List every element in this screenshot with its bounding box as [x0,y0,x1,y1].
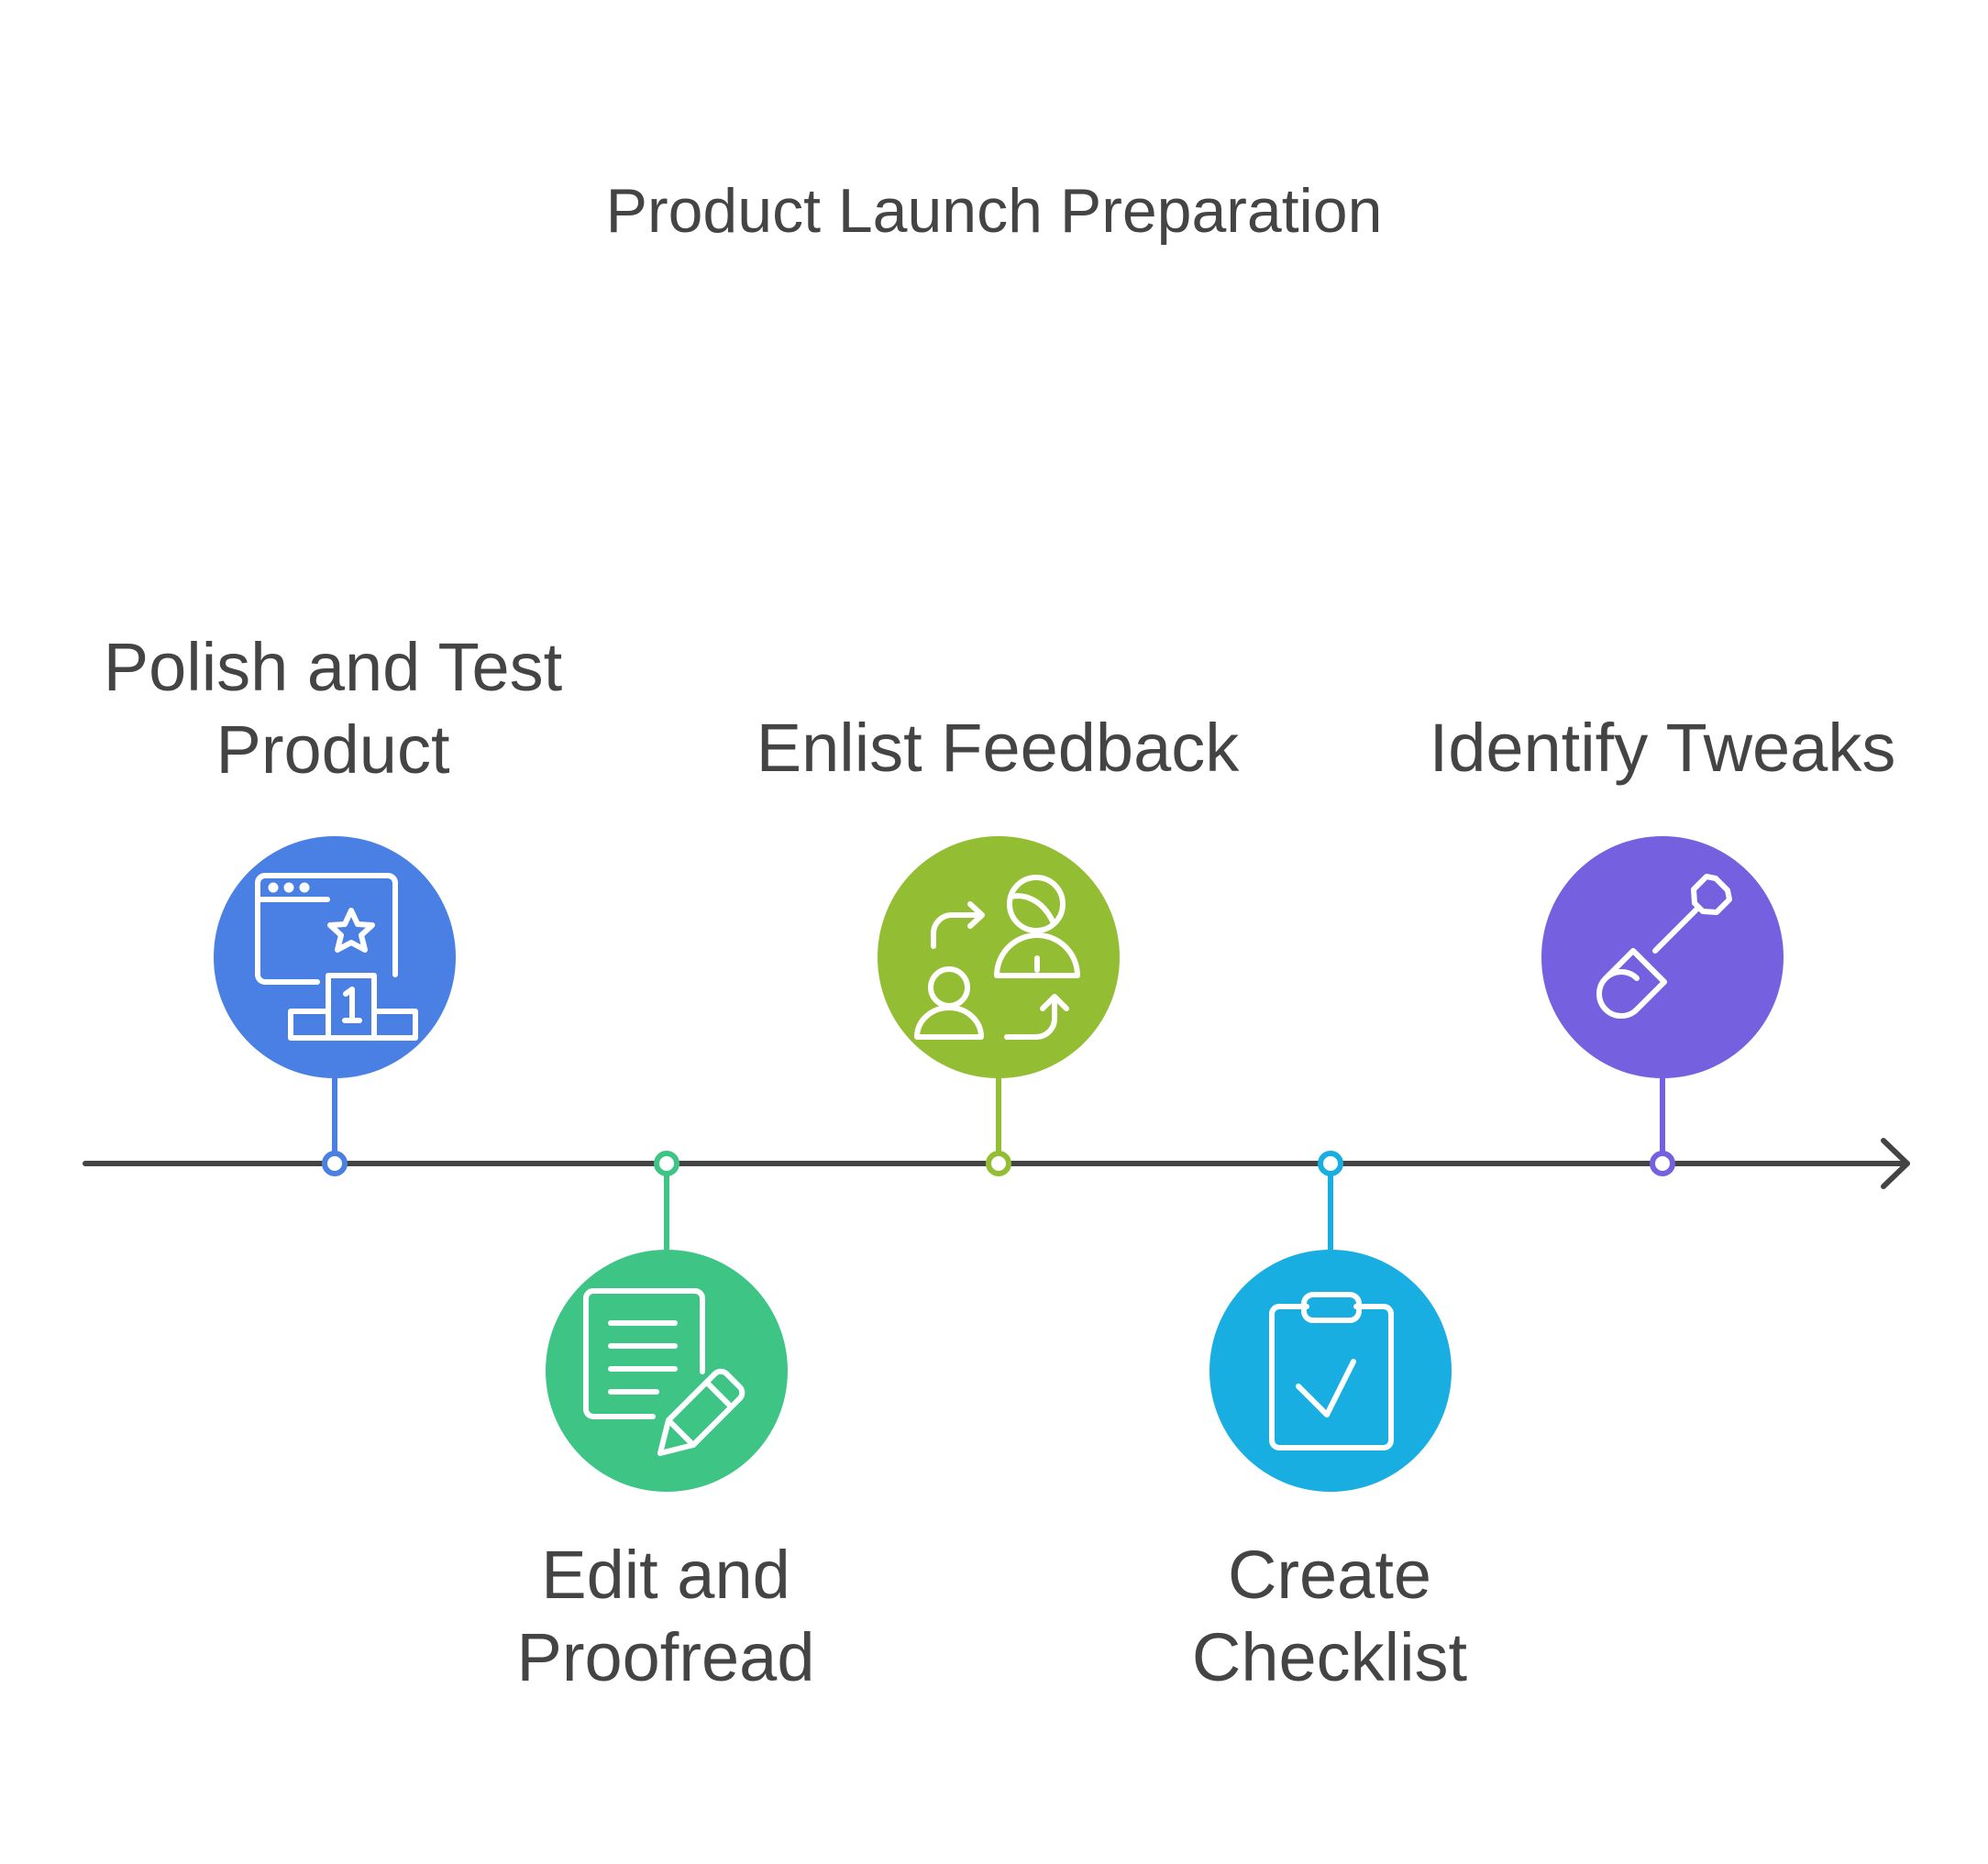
timeline-node [654,1151,679,1176]
label-line: Identify Tweaks [1429,710,1896,786]
screwdriver-icon [1596,874,1732,1020]
label-line: Checklist [1191,1619,1468,1695]
label-line: Enlist Feedback [756,710,1240,786]
step-label-create-checklist: Create Checklist [1045,1534,1614,1699]
timeline-node [1650,1151,1675,1176]
step-circle [1541,836,1784,1078]
document-pencil-icon [583,1288,746,1456]
step-identify-tweaks [1541,836,1784,1176]
label-line: Edit and [541,1537,790,1613]
label-line: Proofread [516,1619,815,1695]
step-create-checklist [1209,1151,1452,1492]
step-polish-and-test [214,836,456,1176]
step-label-enlist-feedback: Enlist Feedback [713,707,1282,789]
step-label-identify-tweaks: Identify Tweaks [1378,707,1947,789]
label-line: Polish and Test [103,629,563,705]
step-label-polish-and-test: Polish and Test Product [49,626,617,791]
step-enlist-feedback [878,836,1120,1176]
people-exchange-icon [914,875,1080,1040]
timeline-node [322,1151,348,1176]
label-line: Product [215,711,450,788]
podium-star-icon [255,873,418,1041]
step-circle [214,836,456,1078]
diagram-title: Product Launch Preparation [605,176,1383,246]
step-circle [1209,1250,1452,1492]
timeline-node [986,1151,1011,1176]
timeline-node [1318,1151,1343,1176]
axis-arrowhead-icon [1881,1138,1910,1189]
clipboard-check-icon [1269,1292,1394,1450]
step-label-edit-and-proofread: Edit and Proofread [381,1534,950,1699]
step-edit-and-proofread [546,1151,788,1492]
label-line: Create [1227,1537,1432,1613]
